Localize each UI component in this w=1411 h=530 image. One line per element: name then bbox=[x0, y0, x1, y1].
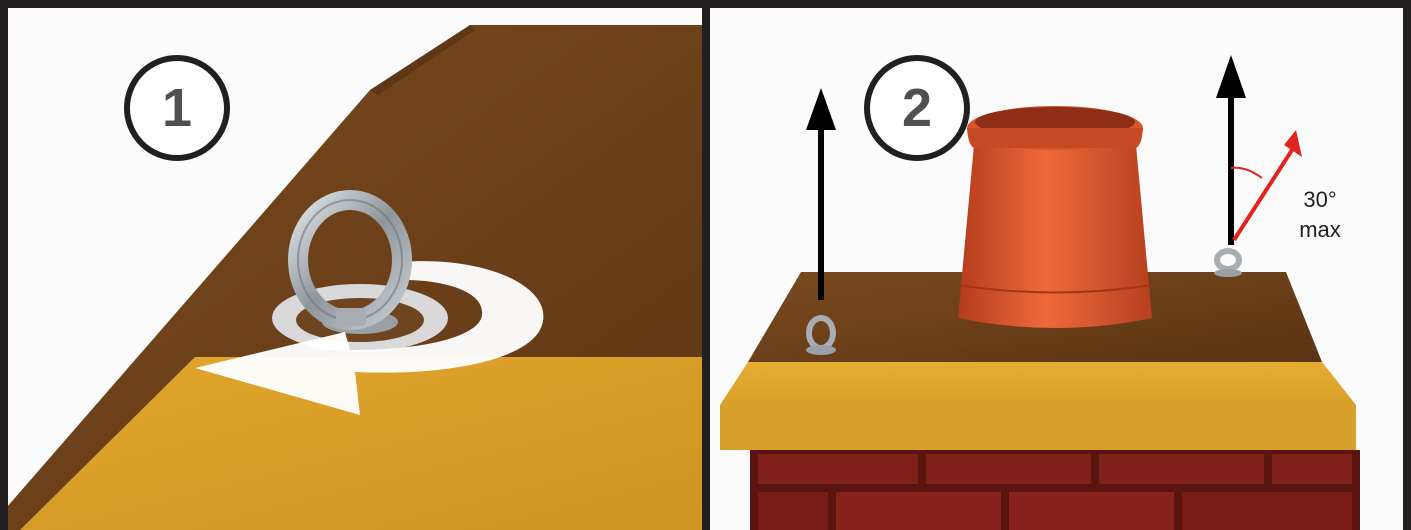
slab-edge bbox=[370, 25, 475, 95]
step-1-panel: 1 bbox=[0, 25, 706, 530]
chimney-cap-edge bbox=[720, 405, 1356, 450]
angled-load-arrow-icon bbox=[1230, 130, 1302, 242]
angle-limit-label: 30° max bbox=[1275, 185, 1365, 245]
brick-chimney bbox=[750, 450, 1360, 530]
eye-bolt-icon bbox=[1214, 248, 1242, 277]
chimney-pot bbox=[957, 106, 1153, 328]
step-1-illustration bbox=[0, 25, 706, 530]
step-2-illustration bbox=[706, 0, 1411, 530]
vertical-load-arrow-icon bbox=[1216, 55, 1246, 245]
step-number-badge: 2 bbox=[864, 55, 970, 161]
rotation-arrow-icon bbox=[195, 261, 544, 415]
eye-bolt-icon bbox=[806, 315, 836, 355]
step-2-panel: 2 30° max bbox=[706, 0, 1411, 530]
eye-bolt-icon bbox=[288, 190, 412, 330]
angle-value: 30° bbox=[1303, 187, 1337, 212]
slab-lit-surface bbox=[20, 357, 706, 530]
step-number-badge: 1 bbox=[124, 55, 230, 161]
panel-divider bbox=[702, 0, 710, 530]
vertical-load-arrow-icon bbox=[806, 88, 836, 300]
angle-suffix: max bbox=[1299, 217, 1341, 242]
